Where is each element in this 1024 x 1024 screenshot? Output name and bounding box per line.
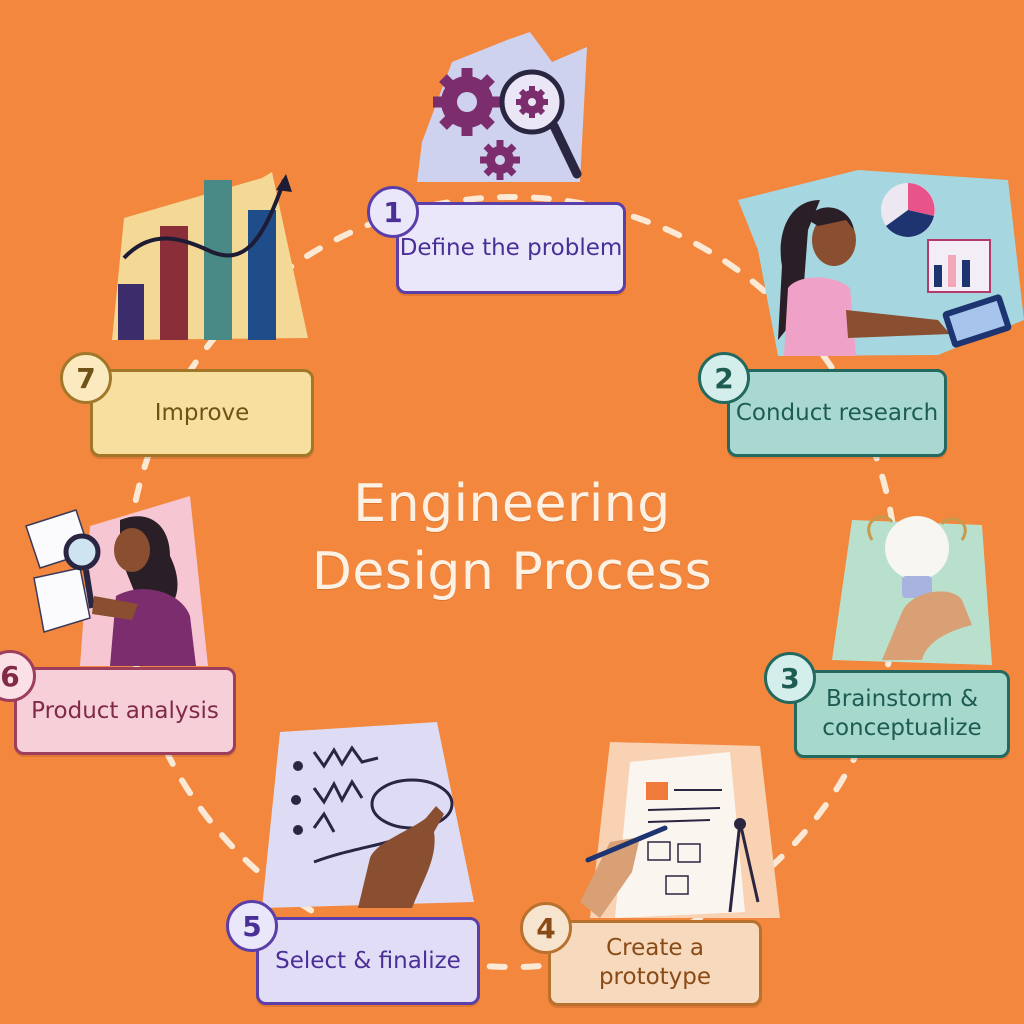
lightbulb-hand-icon [832,515,992,665]
step-2-number: 2 [698,352,750,404]
step-6-number: 6 [0,650,36,702]
sketch-compass-icon [580,742,780,918]
step-1-box: Define the problem [396,202,626,294]
step-7-label: Improve [154,399,250,426]
magnifier-analyst-icon [25,496,208,666]
growth-chart-icon [112,172,308,340]
step-4-number: 4 [520,902,572,954]
step-1-label: Define the problem [399,234,623,261]
step-5-label: Select & finalize [275,947,461,974]
title-line-2: Design Process [311,542,713,602]
step-4-label: Create a prototype [598,935,712,990]
step-4-box: Create a prototype [548,920,762,1006]
step-6-label: Product analysis [31,697,219,724]
diagram-title: Engineering Design Process [212,470,812,606]
title-line-1: Engineering [353,474,671,534]
step-1-number: 1 [367,186,419,238]
step-2-label: Conduct research [735,399,939,426]
pointing-hand-notes-icon [262,722,474,908]
step-5-box: Select & finalize [256,917,480,1005]
step-7-number: 7 [60,352,112,404]
step-7-box: Improve [90,369,314,457]
step-3-label: Brainstorm & conceptualize [822,686,982,741]
step-3-number: 3 [764,652,816,704]
gears-magnifier-icon [417,32,587,182]
step-6-box: Product analysis [14,667,236,755]
step-2-box: Conduct research [727,369,947,457]
step-3-box: Brainstorm & conceptualize [794,670,1010,758]
step-5-number: 5 [226,900,278,952]
researcher-charts-icon [738,170,1024,356]
